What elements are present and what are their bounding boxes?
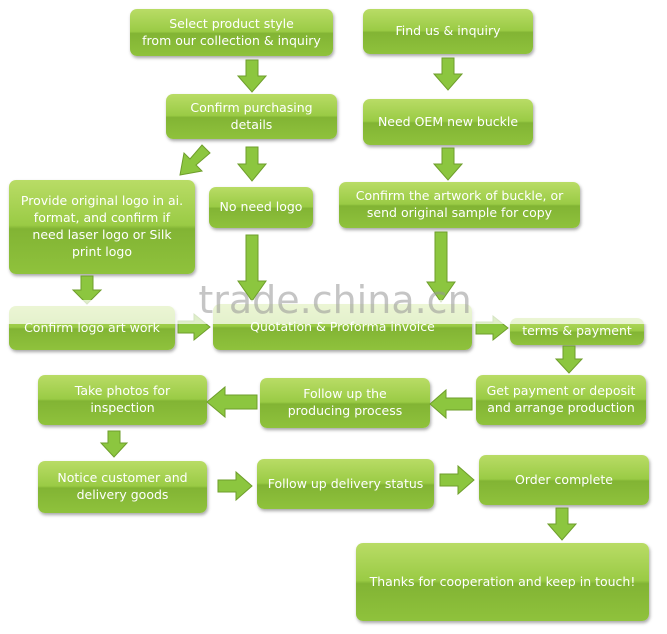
arrow-down-2 xyxy=(432,57,464,91)
arrow-down-3 xyxy=(236,146,268,182)
follow-producing-box: Follow up the producing process xyxy=(260,378,430,428)
arrow-down-5 xyxy=(237,234,267,302)
find-us-inquiry-box: Find us & inquiry xyxy=(363,9,533,54)
watermark-text: trade.china.cn xyxy=(198,278,472,322)
watermark-band xyxy=(0,300,667,324)
arrow-down-9 xyxy=(99,430,129,458)
order-complete-box: Order complete xyxy=(479,455,649,505)
arrow-right-3 xyxy=(217,470,253,502)
notice-customer-box: Notice customer and delivery goods xyxy=(38,461,207,513)
take-photos-box: Take photos for inspection xyxy=(38,375,207,425)
arrow-down-7 xyxy=(71,275,103,305)
confirm-purchasing-details-box: Confirm purchasing details xyxy=(166,94,337,139)
provide-original-logo-box: Provide original logo in ai. format, and… xyxy=(9,180,195,274)
arrow-right-4 xyxy=(439,464,475,496)
need-oem-buckle-box: Need OEM new buckle xyxy=(363,99,533,145)
thanks-box: Thanks for cooperation and keep in touch… xyxy=(356,543,649,621)
confirm-artwork-box: Confirm the artwork of buckle, or send o… xyxy=(339,182,580,228)
arrow-down-10 xyxy=(546,507,578,541)
arrow-down-1 xyxy=(236,59,268,93)
arrow-diagonal-down-left xyxy=(176,143,212,177)
arrow-down-8 xyxy=(554,345,584,374)
arrow-down-6 xyxy=(426,231,456,303)
follow-delivery-box: Follow up delivery status xyxy=(257,459,434,509)
select-product-style-box: Select product style from our collection… xyxy=(130,9,333,56)
arrow-left-1 xyxy=(206,385,258,419)
arrow-left-2 xyxy=(429,388,473,420)
arrow-down-4 xyxy=(432,147,464,181)
get-payment-box: Get payment or deposit and arrange produ… xyxy=(476,375,646,425)
no-need-logo-box: No need logo xyxy=(209,187,313,228)
